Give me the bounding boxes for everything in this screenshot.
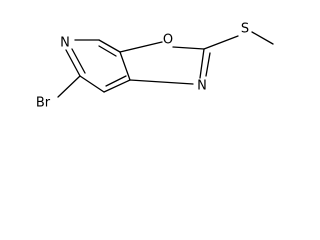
bond-c6-br [57, 75, 81, 98]
pyridine-nitrogen-label: N [60, 36, 70, 51]
bromine-label: Br [36, 96, 51, 111]
bond-o1-c2 [172, 46, 205, 50]
bond-c4-c3a-inner [105, 75, 127, 87]
sulfur-label: S [241, 22, 249, 37]
bonds [57, 31, 274, 98]
bond-s-ch3 [251, 31, 274, 45]
bond-c7a-o1 [119, 41, 163, 53]
bond-c7-c7-inner [98, 45, 117, 57]
bond-c6-c4 [79, 75, 105, 93]
bond-n5-c6-inner [71, 48, 86, 74]
bond-c2-n3-inner [205, 52, 211, 77]
chemical-structure: N O N Br S [36, 22, 274, 111]
oxazole-oxygen-label: O [163, 33, 173, 48]
bond-c3a-c7a [119, 51, 131, 81]
bond-c4-c3a [103, 79, 131, 93]
atom-labels: N O N Br S [36, 22, 249, 111]
bond-c2-n3 [199, 48, 205, 79]
bond-n5-c6 [65, 49, 81, 77]
oxazole-nitrogen-label: N [197, 79, 207, 94]
bond-c2-s [203, 35, 239, 50]
bond-n3-c3a [129, 79, 194, 85]
bond-c7a-c7 [98, 39, 121, 53]
